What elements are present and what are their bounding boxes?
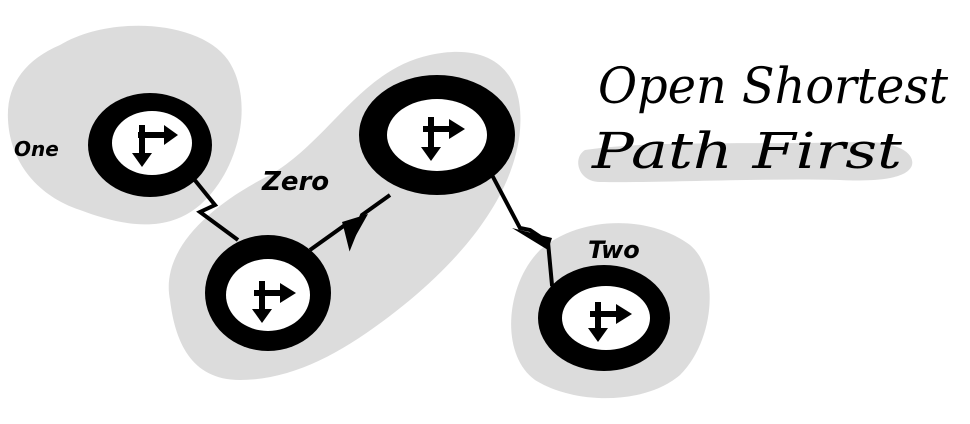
- router-two-inner: [562, 286, 650, 350]
- router-two: [538, 265, 670, 371]
- title-line-2: Path First: [591, 122, 903, 180]
- router-icon: [252, 281, 296, 323]
- router-zero-bottom: [205, 235, 331, 351]
- router-zero-top: [359, 75, 515, 195]
- serial-link-zero-internal: [308, 193, 392, 252]
- router-zero-top-inner: [387, 99, 487, 171]
- title-highlight: [578, 141, 913, 183]
- router-icon: [421, 117, 465, 161]
- router-one: [88, 93, 212, 197]
- area-label-two: Two: [588, 236, 640, 264]
- serial-link-one-zero-line: [183, 166, 240, 242]
- serial-link-zero-internal-bolt: [342, 214, 368, 246]
- router-one-inner: [112, 111, 192, 175]
- serial-link-zero-two-bolt: [512, 228, 552, 250]
- area-label-zero: Zero: [261, 167, 329, 197]
- serial-link-one-zero: [183, 166, 240, 242]
- router-icon: [588, 302, 632, 342]
- title-line-1: Open Shortest: [598, 57, 949, 115]
- router-icon: [132, 125, 178, 167]
- area-label-one: One: [14, 137, 59, 161]
